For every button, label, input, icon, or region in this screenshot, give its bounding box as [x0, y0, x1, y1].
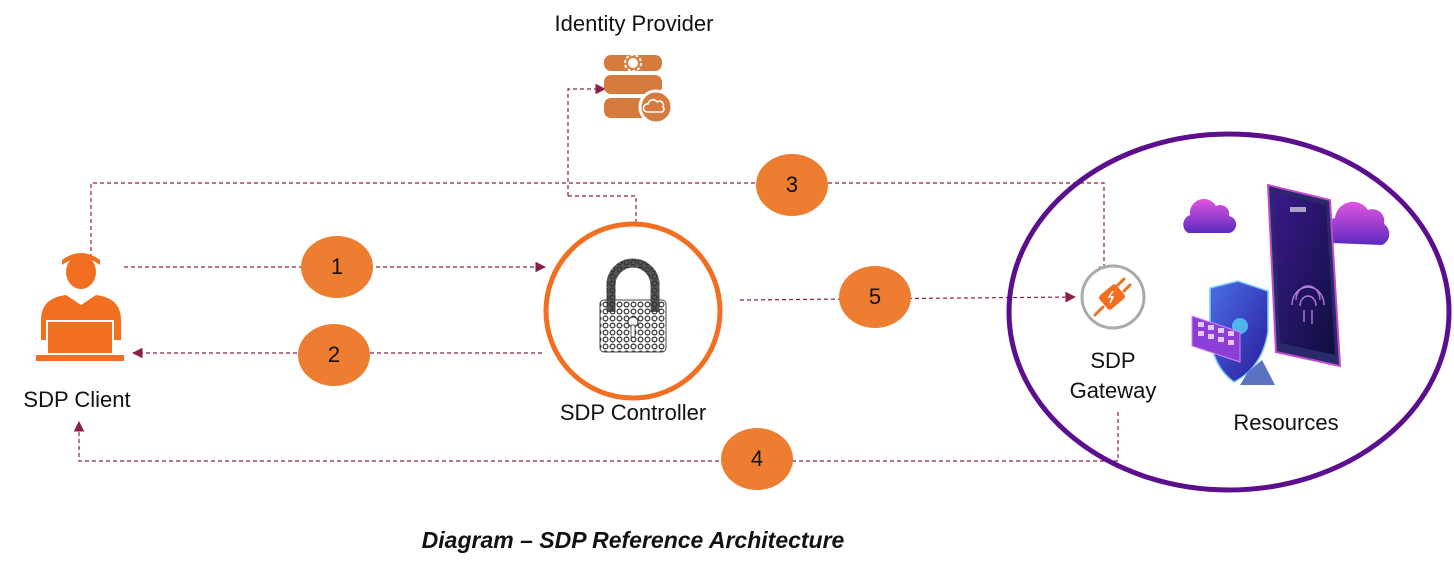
sdp-gateway-label-line2: Gateway	[1069, 378, 1157, 403]
cloud-icon	[1323, 201, 1390, 245]
step-5-number: 5	[868, 284, 882, 309]
step-4-badge: 4	[721, 428, 793, 490]
secure-devices-icon	[1183, 183, 1390, 385]
identity-provider-label: Identity Provider	[554, 11, 714, 36]
step-2-badge: 2	[298, 324, 370, 386]
connector-controller-to-idp	[567, 83, 607, 196]
sdp-client-label: SDP Client	[23, 387, 131, 412]
keypad-icon	[1191, 315, 1241, 363]
plug-icon	[1080, 264, 1146, 330]
step-3-badge: 3	[756, 154, 828, 216]
sdp-controller-label: SDP Controller	[559, 400, 707, 425]
step-1-badge: 1	[301, 236, 373, 298]
resources-boundary	[1006, 131, 1452, 493]
padlock-icon	[599, 258, 667, 353]
sdp-gateway-label-line1: SDP	[1090, 348, 1136, 373]
connector-step-4	[73, 412, 1119, 462]
caption-prefix: Diagram	[421, 527, 514, 553]
resources-label: Resources	[1233, 410, 1339, 435]
phone-icon	[1266, 183, 1342, 368]
step-5-badge: 5	[839, 266, 911, 328]
step-4-number: 4	[750, 446, 764, 471]
sdp-controller-node[interactable]	[543, 221, 723, 401]
user-laptop-icon	[36, 253, 124, 361]
database-cloud-icon	[604, 54, 674, 125]
caption-separator: –	[520, 527, 533, 553]
step-2-number: 2	[327, 342, 341, 367]
caption-title: SDP Reference Architecture	[539, 527, 845, 553]
cloud-icon	[1183, 198, 1237, 234]
connector-step-3	[90, 182, 1110, 278]
diagram-caption: Diagram – SDP Reference Architecture	[422, 527, 845, 554]
step-3-number: 3	[785, 172, 799, 197]
step-1-number: 1	[330, 254, 344, 279]
